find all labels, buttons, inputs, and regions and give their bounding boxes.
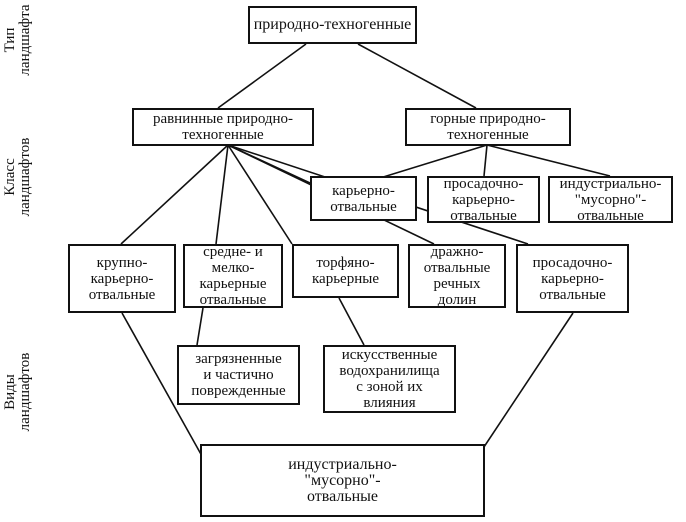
- link-plain-quarry-dump: [227, 144, 311, 184]
- link-plain-large-quarry: [120, 144, 229, 245]
- link-medium-quarry-polluted: [196, 307, 204, 346]
- node-industrial-waste-dump: индустриально- "мусорно"- отвальные: [200, 444, 485, 517]
- node-plain-natural-technogenic: равнинные природно- техногенные: [132, 108, 314, 146]
- node-subsidence-quarry-dump-class: просадочно- карьерно- отвальные: [427, 176, 540, 224]
- link-mountain-subsidence-dump: [483, 144, 488, 177]
- node-artificial-reservoirs: искусственные водохранилища с зоной их в…: [323, 345, 456, 413]
- link-peat-reservoirs: [338, 297, 365, 346]
- node-peat-quarry: торфяно- карьерные: [292, 244, 399, 298]
- node-industrial-waste-dump-class: индустриально- "мусорно"- отвальные: [548, 176, 673, 224]
- node-medium-small-quarry-dump: средне- и мелко- карьерные отвальные: [183, 244, 283, 308]
- side-label-type: Тип ландшафта: [2, 4, 33, 76]
- node-large-quarry-dump: крупно- карьерно- отвальные: [68, 244, 176, 313]
- node-natural-technogenic: природно-техногенные: [248, 6, 417, 44]
- node-quarry-dump: карьерно- отвальные: [310, 176, 417, 221]
- node-dredge-river-valleys: дражно- отвальные речных долин: [408, 244, 506, 308]
- side-label-kinds: Виды ландшафтов: [2, 352, 33, 432]
- node-subsidence-quarry-dump: просадочно- карьерно- отвальные: [516, 244, 629, 313]
- node-mountain-natural-technogenic: горные природно- техногенные: [405, 108, 571, 146]
- link-mountain-industrial: [486, 144, 611, 177]
- link-top-plain: [217, 43, 307, 109]
- link-subsidence-quarry-bottom: [471, 312, 574, 466]
- link-plain-peat: [227, 144, 293, 245]
- link-plain-medium-quarry: [215, 144, 229, 245]
- link-top-mountain: [357, 43, 477, 109]
- link-large-quarry-bottom: [121, 312, 208, 466]
- node-polluted-partially-damaged: загрязненные и частично поврежденные: [177, 345, 300, 405]
- link-mountain-quarry-dump: [379, 144, 488, 179]
- side-label-class: Класс ландшафтов: [2, 137, 33, 217]
